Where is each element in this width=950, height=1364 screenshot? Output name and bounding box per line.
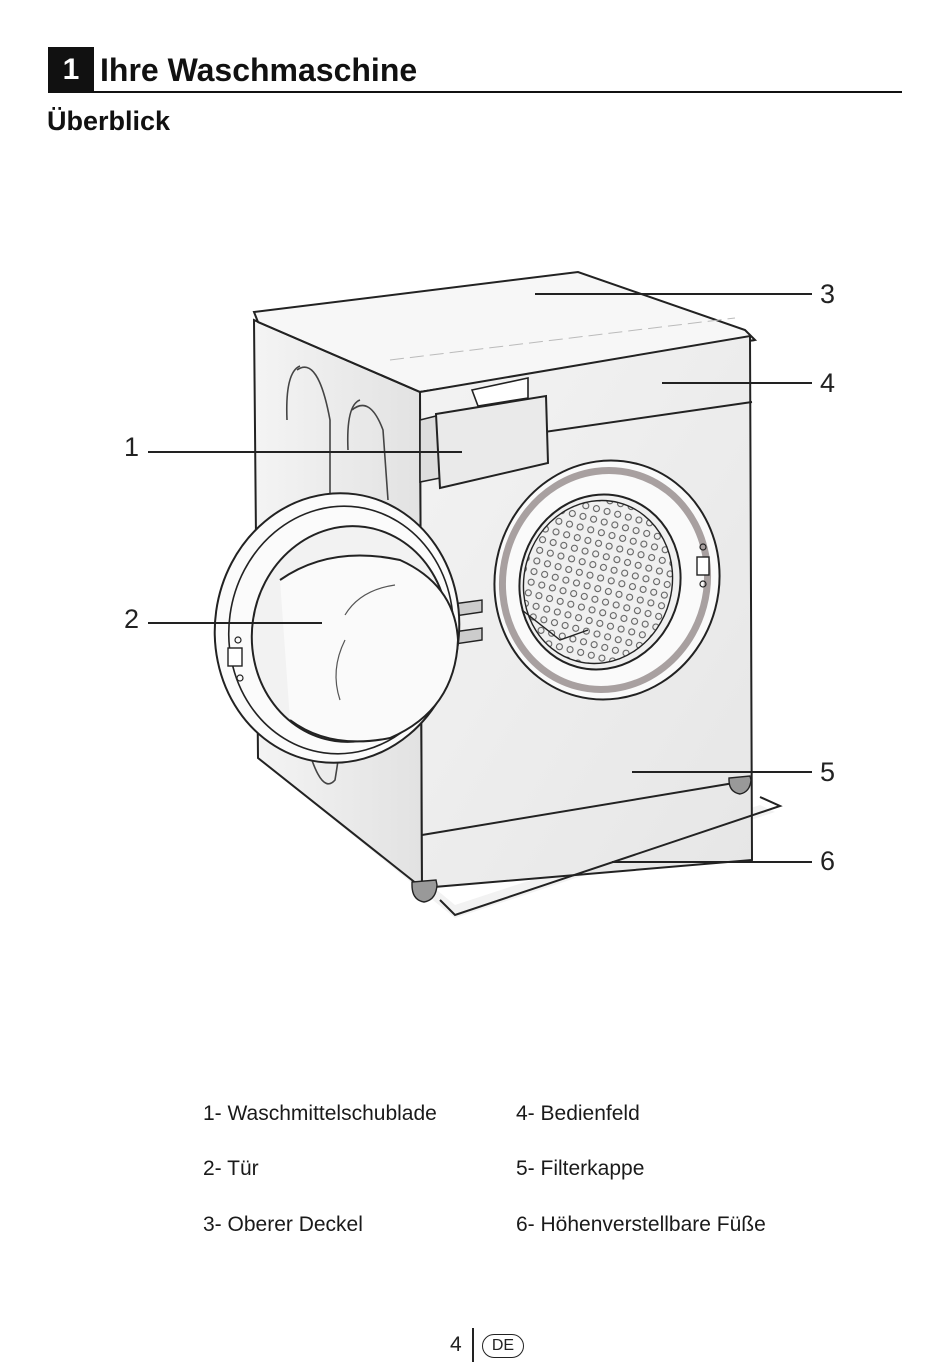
legend-item: 3- Oberer Deckel (203, 1213, 363, 1236)
section-title: Überblick (47, 106, 171, 136)
callout-4: 4 (820, 368, 836, 398)
legend-item: 4- Bedienfeld (516, 1102, 640, 1125)
legend-item: 5- Filterkappe (516, 1157, 645, 1180)
legend-item: 6- Höhenverstellbare Füße (516, 1213, 766, 1236)
page-footer: 4 DE (448, 1328, 548, 1362)
page-divider (472, 1328, 474, 1362)
washing-machine-illustration (148, 270, 812, 918)
washing-machine-figure (0, 250, 950, 950)
chapter-title: Ihre Waschmaschine (100, 52, 418, 88)
callout-2: 2 (124, 604, 140, 634)
page-number: 4 (450, 1333, 462, 1356)
chapter-number: 1 (48, 47, 94, 93)
callout-3: 3 (820, 279, 836, 309)
legend-item: 1- Waschmittelschublade (203, 1102, 437, 1125)
callout-6: 6 (820, 846, 836, 876)
callout-1: 1 (124, 432, 140, 462)
language-badge: DE (482, 1334, 524, 1358)
legend-item: 2- Tür (203, 1157, 259, 1180)
chapter-rule (94, 91, 902, 93)
chapter-header: 1 Ihre Waschmaschine (48, 47, 902, 93)
callout-5: 5 (820, 757, 836, 787)
